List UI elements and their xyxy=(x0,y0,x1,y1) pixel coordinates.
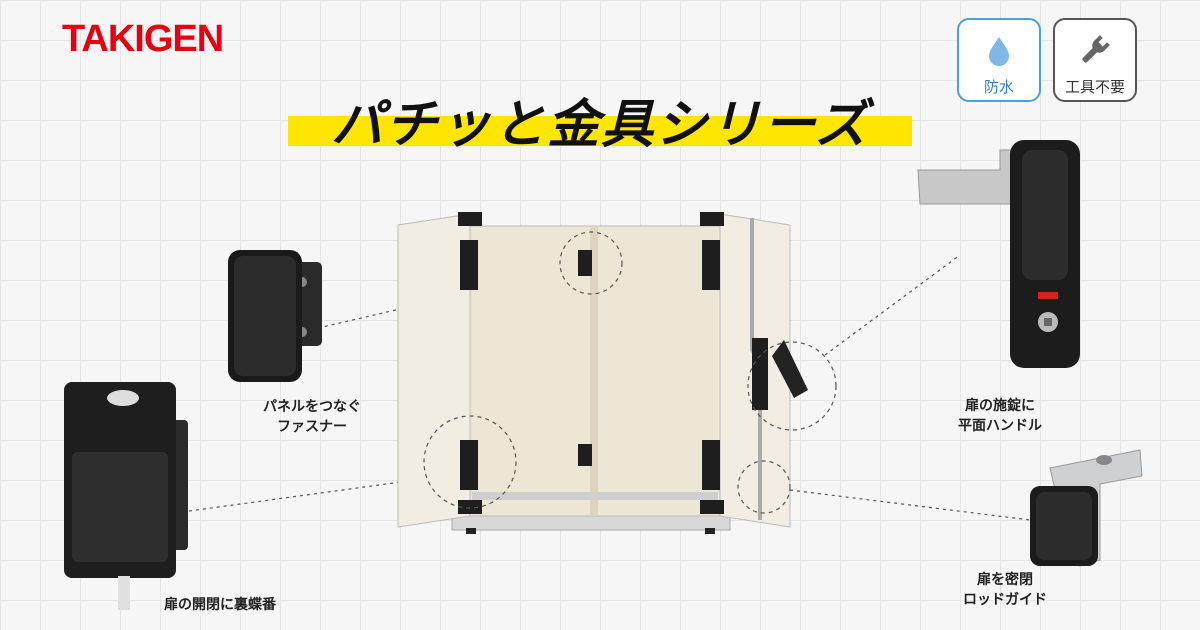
caption-panel-fastener-line1: パネルをつなぐ xyxy=(263,399,361,415)
title-highlight xyxy=(288,116,912,146)
caption-handle-line1: 扉の施錠に xyxy=(965,398,1035,414)
caption-rod-guide-line2: ロッドガイド xyxy=(963,592,1047,608)
caption-hinge: 扉の開閉に裏蝶番 xyxy=(150,595,290,615)
waterproof-badge-label: 防水 xyxy=(983,78,1014,96)
rod-guide-product xyxy=(1030,449,1143,567)
flat-handle-product xyxy=(917,140,1080,368)
waterproof-badge: 防水 xyxy=(957,18,1041,102)
highlight-circle-handle xyxy=(747,341,837,431)
wrench-icon xyxy=(1082,35,1110,63)
tool-free-badge-label: 工具不要 xyxy=(1064,78,1125,96)
caption-handle: 扉の施錠に 平面ハンドル xyxy=(950,396,1050,436)
title-text: パチッと金具シリーズ xyxy=(331,95,869,155)
cabinet-illustration xyxy=(397,212,808,534)
caption-rod-guide: 扉を密閉 ロッドガイド xyxy=(950,570,1060,610)
leader-line-rod-guide xyxy=(789,489,1031,521)
caption-panel-fastener-line2: ファスナー xyxy=(277,419,347,435)
panel-fastener-product xyxy=(228,250,322,382)
water-drop-icon xyxy=(989,37,1009,66)
caption-panel-fastener: パネルをつなぐ ファスナー xyxy=(250,397,374,437)
caption-rod-guide-line1: 扉を密閉 xyxy=(977,572,1033,588)
highlight-circle-hinge xyxy=(423,415,517,509)
highlight-circle-rod-guide xyxy=(737,460,791,514)
brand-logo: TAKIGEN xyxy=(62,18,224,60)
leader-line-handle xyxy=(824,254,961,356)
caption-handle-line2: 平面ハンドル xyxy=(958,418,1042,434)
caption-hinge-line1: 扉の開閉に裏蝶番 xyxy=(164,597,276,613)
highlight-circle-fastener xyxy=(559,231,623,295)
leader-line-hinge xyxy=(181,477,431,513)
rear-hinge-product xyxy=(64,382,188,610)
page-title: パチッと金具シリーズ xyxy=(288,78,912,155)
tool-free-badge: 工具不要 xyxy=(1053,18,1137,102)
